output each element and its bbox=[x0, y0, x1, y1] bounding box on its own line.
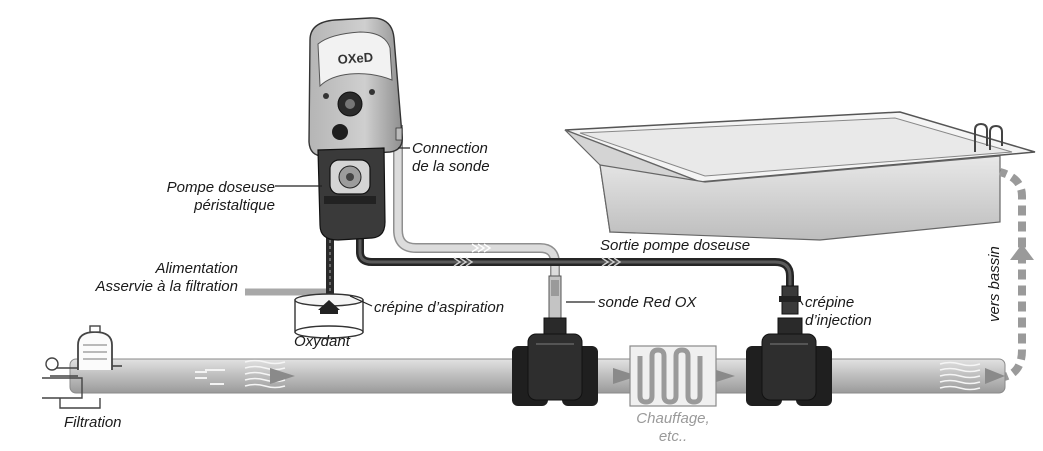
return-to-pool-line bbox=[997, 168, 1026, 382]
label-crepine-aspiration: crépine d’aspiration bbox=[374, 299, 505, 316]
injection-fitting-icon bbox=[779, 285, 801, 315]
label-sortie-pompe: Sortie pompe doseuse bbox=[600, 237, 751, 254]
leader-lines bbox=[275, 147, 804, 307]
label-oxydant: Oxydant bbox=[294, 333, 350, 350]
label-vers-bassin: vers bassin bbox=[986, 246, 1003, 322]
valve-icon bbox=[746, 317, 832, 406]
pool-icon bbox=[564, 111, 1036, 241]
label-sonde-red-ox: sonde Red OX bbox=[598, 294, 697, 311]
filter-icon bbox=[42, 325, 122, 409]
device-logo: OXeD bbox=[337, 50, 373, 67]
sonde-probe-icon bbox=[548, 275, 562, 321]
heat-exchanger-icon bbox=[629, 345, 717, 407]
label-crepine-injection: crépine d’injection bbox=[805, 294, 872, 329]
label-connection-sonde: Connection de la sonde bbox=[412, 140, 490, 175]
valve-icon bbox=[512, 317, 598, 406]
arrow-up-icon bbox=[1010, 244, 1034, 260]
label-filtration: Filtration bbox=[64, 414, 122, 431]
pump-device-icon bbox=[308, 17, 403, 241]
label-chauffage: Chauffage, etc.. bbox=[636, 410, 710, 445]
label-pompe-doseuse: Pompe doseuse péristaltique bbox=[166, 179, 275, 214]
tank-icon bbox=[294, 293, 364, 339]
label-alimentation: Alimentation Asservie à la filtration bbox=[95, 260, 238, 295]
